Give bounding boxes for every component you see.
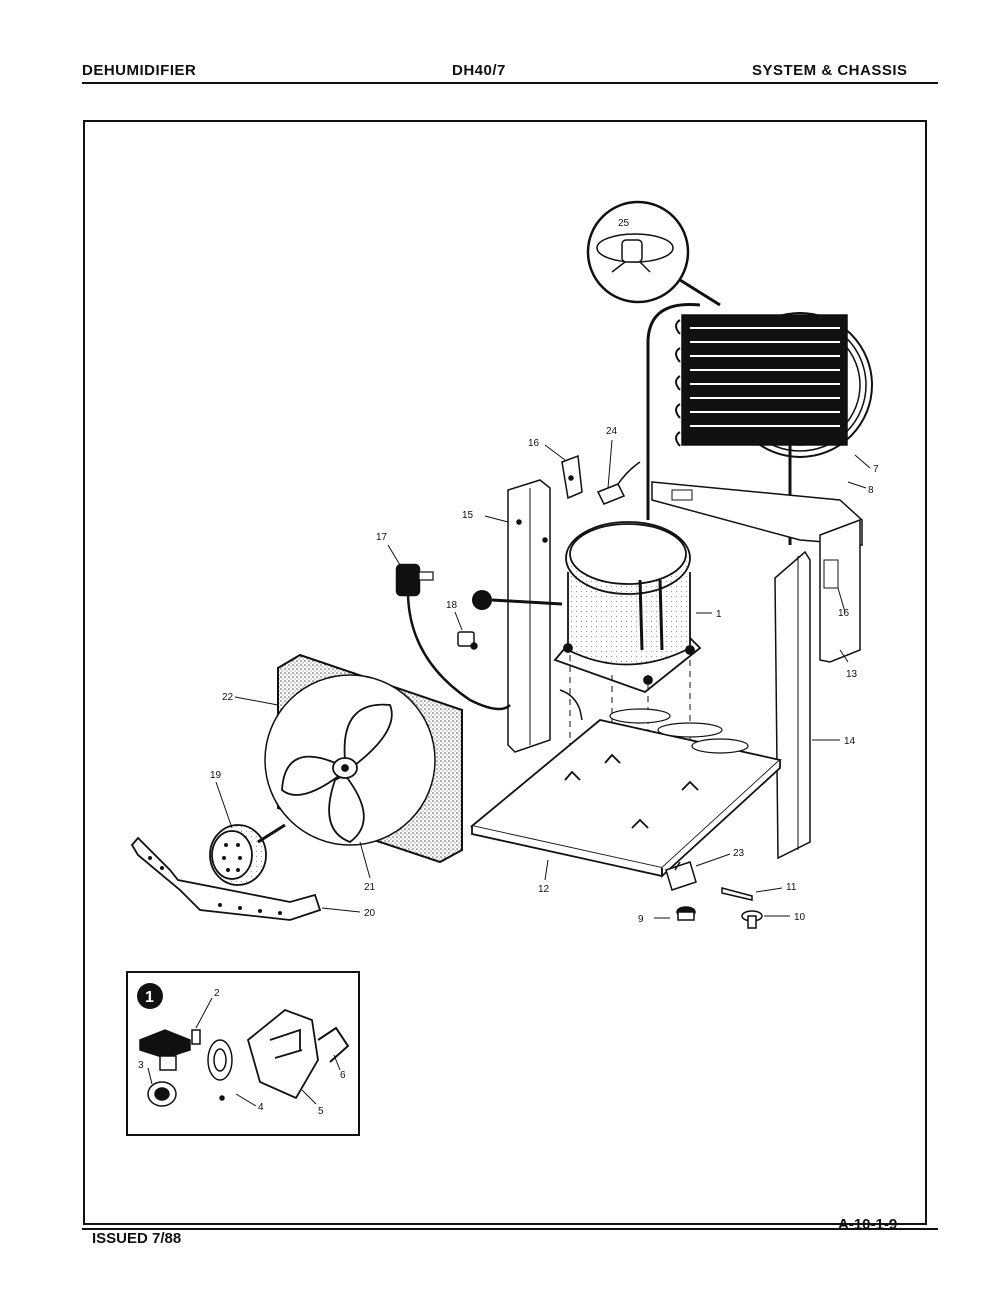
power-cord: [395, 563, 511, 711]
header-model-number: DH40/7: [452, 62, 506, 79]
overload-terminal-24: [596, 461, 641, 505]
relay-bracket-16: [561, 454, 583, 500]
callout-15: 15: [462, 510, 474, 521]
footer-rule: [82, 1228, 938, 1230]
callout-21: 21: [364, 882, 376, 893]
callout-6: 6: [340, 1070, 346, 1081]
callout-8: 8: [868, 485, 874, 496]
overload-protector: [457, 631, 478, 650]
fan-motor: [209, 823, 286, 886]
callout-7: 7: [873, 464, 879, 475]
callout-2: 2: [214, 988, 220, 999]
screw-10: [741, 910, 763, 929]
reference-marker-1: [472, 590, 563, 610]
header-rule: [82, 82, 938, 84]
callout-24: 24: [606, 426, 618, 437]
callout-19: 19: [210, 770, 222, 781]
inset-detail-box: [126, 971, 360, 1136]
base-pan: [470, 708, 782, 879]
callout-3: 3: [138, 1060, 144, 1071]
callout-10: 10: [794, 912, 806, 923]
callout-14: 14: [844, 736, 856, 747]
diagram-frame: [83, 120, 927, 1225]
callout-12: 12: [538, 884, 550, 895]
callout-13: 13: [846, 669, 858, 680]
callout-labels: 1 7 8 16 13 14 15 16 24 17 18 22 19 21 2…: [210, 218, 879, 925]
callout-1: 1: [716, 609, 722, 620]
drain-fitting-23: [665, 861, 697, 891]
clip-11: [721, 887, 753, 901]
coil-mount-bracket: [651, 481, 863, 546]
callout-11: 11: [786, 882, 797, 893]
callout-18: 18: [446, 600, 458, 611]
svg-text:1: 1: [145, 989, 154, 1006]
inset-detail-parts: 1: [137, 983, 350, 1117]
callout-16a: 16: [528, 438, 540, 449]
left-upright-15: [507, 479, 551, 753]
grommet-9: [676, 906, 696, 921]
header-model-type: DEHUMIDIFIER: [82, 62, 197, 79]
callout-16b: 16: [838, 608, 850, 619]
callout-20: 20: [364, 908, 376, 919]
detail-circle-25: [586, 200, 721, 307]
callout-17: 17: [376, 532, 388, 543]
callout-5: 5: [318, 1106, 324, 1117]
footer-issued-date: ISSUED 7/88: [92, 1230, 182, 1247]
callout-9: 9: [638, 914, 644, 925]
callout-25: 25: [618, 218, 630, 229]
leader-lines: [215, 439, 871, 919]
footer-page-code: A-10-1-9: [838, 1216, 898, 1233]
callout-23: 23: [733, 848, 745, 859]
compressor: [553, 521, 702, 694]
fan-blade: [281, 703, 393, 844]
header-section-title: SYSTEM & CHASSIS: [752, 62, 908, 79]
callout-22: 22: [222, 692, 234, 703]
right-side-panel: [774, 518, 861, 860]
motor-bracket: [130, 836, 322, 921]
condenser-coil: [646, 302, 873, 545]
callout-4: 4: [258, 1102, 264, 1113]
